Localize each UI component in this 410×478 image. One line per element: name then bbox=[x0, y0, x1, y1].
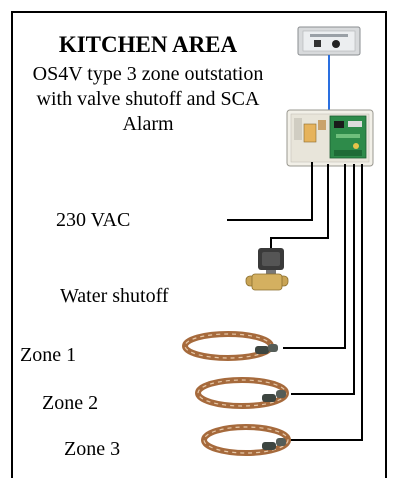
zone-1-sensor-cable-icon bbox=[182, 331, 278, 361]
zone-3-sensor-cable-icon bbox=[201, 424, 291, 456]
water-valve-icon bbox=[245, 248, 289, 291]
zone-2-sensor-cable-icon bbox=[195, 377, 289, 409]
power-cable bbox=[227, 162, 313, 221]
area-title: KITCHEN AREA bbox=[58, 32, 238, 57]
power-label: 230 VAC bbox=[56, 209, 131, 231]
zone-3-label: Zone 3 bbox=[64, 438, 121, 460]
zone-1-cable bbox=[283, 164, 346, 349]
zone-2-cable bbox=[291, 164, 355, 395]
valve-cable bbox=[270, 164, 329, 250]
diagram-frame bbox=[11, 11, 387, 478]
sca-alarm-panel bbox=[297, 26, 361, 56]
water-shutoff-label: Water shutoff bbox=[60, 285, 169, 307]
area-description: OS4V type 3 zone outstation with valve s… bbox=[32, 63, 264, 135]
zone-2-label: Zone 2 bbox=[42, 392, 99, 414]
zone-3-cable bbox=[290, 164, 363, 441]
outstation-box bbox=[286, 109, 374, 167]
zone-1-label: Zone 1 bbox=[20, 344, 77, 366]
